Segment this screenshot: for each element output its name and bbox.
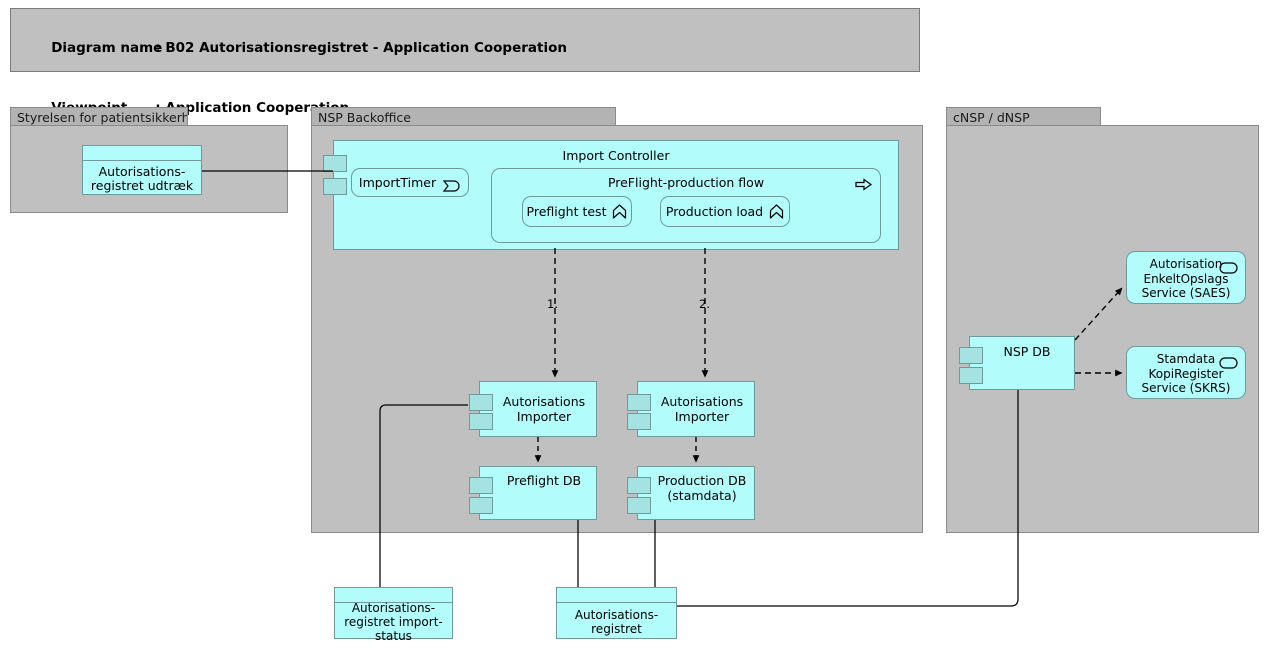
- skrs-label: Stamdata KopiRegister Service (SKRS): [1141, 352, 1231, 395]
- production-load-label: Production load: [665, 204, 764, 219]
- group-cnsp-dnsp: [946, 125, 1259, 533]
- component-nub-bottom: [627, 413, 651, 430]
- diagram-name-row: Diagram name: B02 Autorisationsregistret…: [23, 18, 907, 78]
- function-chevron-icon: [769, 204, 784, 219]
- component-nub-top: [959, 347, 983, 364]
- component-nub-top: [627, 394, 651, 411]
- production-db-label: Production DB (stamdata): [657, 473, 747, 503]
- import-status-label: Autorisations- registret import- status: [344, 600, 443, 643]
- data-object-autorisationsregistret[interactable]: Autorisations- registret: [556, 587, 677, 639]
- preflight-flow-label: PreFlight-production flow: [607, 175, 765, 190]
- nsp-db-label: NSP DB: [1003, 344, 1051, 359]
- data-object-label: Autorisations- registret udtræk: [90, 163, 194, 193]
- component-nub-bottom: [469, 497, 493, 514]
- data-object-header-bar: [557, 588, 676, 603]
- diagram-name-sep: :: [155, 40, 166, 56]
- component-nub-top: [627, 477, 651, 494]
- import-timer-label: ImportTimer: [358, 175, 437, 190]
- application-component-nsp-db[interactable]: NSP DB: [959, 336, 1075, 390]
- data-object-autorisationsregistret-udtraek[interactable]: Autorisations- registret udtræk: [82, 145, 202, 195]
- component-nub-bottom: [469, 413, 493, 430]
- application-function-production-load[interactable]: Production load: [660, 196, 790, 227]
- edge-label-flow-2: 2.: [699, 297, 710, 311]
- preflight-db-label: Preflight DB: [506, 473, 582, 488]
- application-event-import-timer[interactable]: ImportTimer: [351, 168, 469, 197]
- component-nub-bottom: [627, 497, 651, 514]
- component-nub-top: [323, 155, 347, 172]
- edge-label-flow-1: 1.: [547, 297, 558, 311]
- application-component-preflight-db[interactable]: Preflight DB: [469, 466, 597, 520]
- function-chevron-icon: [612, 204, 627, 219]
- group-tab-styrelsen: Styrelsen for patientsikkerhed: [10, 107, 188, 127]
- application-component-importer-left[interactable]: Autorisations Importer: [469, 381, 597, 437]
- application-process-preflight-production-flow[interactable]: PreFlight-production flow Preflight test: [491, 168, 881, 243]
- preflight-test-label: Preflight test: [526, 204, 607, 219]
- event-icon: [442, 177, 461, 192]
- service-oval-icon: [1219, 259, 1238, 274]
- application-service-saes[interactable]: Autorisation EnkeltOpslags Service (SAES…: [1126, 251, 1246, 304]
- component-nub-bottom: [323, 178, 347, 195]
- autorisationsregistret-label: Autorisations- registret: [574, 607, 659, 636]
- diagram-name-label: Diagram name: [51, 40, 163, 56]
- process-arrow-icon: [855, 176, 873, 191]
- group-tab-nsp-backoffice: NSP Backoffice: [311, 107, 616, 127]
- importer-right-label: Autorisations Importer: [660, 394, 744, 424]
- diagram-title-block: Diagram name: B02 Autorisationsregistret…: [10, 8, 920, 116]
- application-component-importer-right[interactable]: Autorisations Importer: [627, 381, 755, 437]
- service-oval-icon: [1219, 354, 1238, 369]
- saes-label: Autorisation EnkeltOpslags Service (SAES…: [1141, 257, 1231, 300]
- importer-left-label: Autorisations Importer: [502, 394, 586, 424]
- import-controller-label: Import Controller: [562, 148, 670, 163]
- data-object-header-bar: [83, 146, 201, 161]
- component-nub-top: [469, 477, 493, 494]
- data-object-import-status[interactable]: Autorisations- registret import- status: [334, 587, 453, 643]
- application-service-skrs[interactable]: Stamdata KopiRegister Service (SKRS): [1126, 346, 1246, 399]
- group-tab-cnsp-dnsp: cNSP / dNSP: [946, 107, 1101, 127]
- application-function-preflight-test[interactable]: Preflight test: [522, 196, 632, 227]
- component-nub-bottom: [959, 367, 983, 384]
- diagram-name-value: B02 Autorisationsregistret - Application…: [165, 40, 567, 56]
- data-object-header-bar: [335, 588, 452, 603]
- application-component-import-controller[interactable]: Import Controller ImportTimer PreFlight-…: [323, 140, 899, 250]
- application-component-production-db[interactable]: Production DB (stamdata): [627, 466, 755, 520]
- component-nub-top: [469, 394, 493, 411]
